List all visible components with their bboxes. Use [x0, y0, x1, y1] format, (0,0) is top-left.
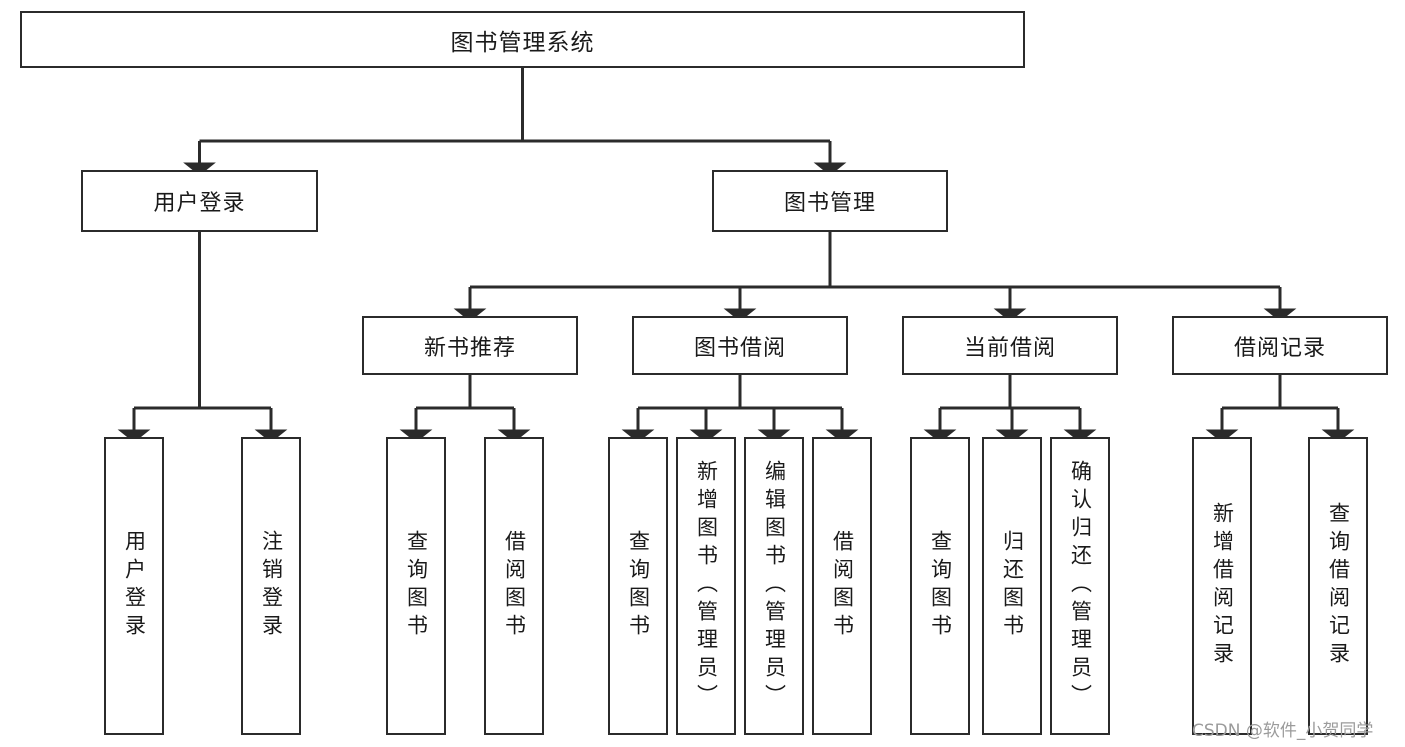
leaf-query-book-recommend[interactable]: 查询图书	[386, 437, 446, 735]
node-label: 新增借阅记录	[1210, 502, 1235, 670]
node-borrowing-record[interactable]: 借阅记录	[1172, 316, 1388, 375]
node-label: 查询图书	[404, 530, 429, 642]
node-label: 用户登录	[153, 191, 246, 216]
node-label: 图书借阅	[693, 335, 786, 361]
leaf-borrow-book-recommend[interactable]: 借阅图书	[484, 437, 544, 735]
node-label: 当前借阅	[963, 335, 1056, 361]
leaf-user-login[interactable]: 用户登录	[104, 437, 164, 735]
leaf-borrow-book[interactable]: 借阅图书	[812, 437, 872, 735]
leaf-query-book-borrow[interactable]: 查询图书	[608, 437, 668, 735]
node-current-borrowing[interactable]: 当前借阅	[902, 316, 1118, 375]
node-user-login[interactable]: 用户登录	[81, 170, 318, 232]
node-label: 借阅记录	[1233, 335, 1326, 361]
node-label: 查询图书	[626, 530, 651, 642]
node-label: 编辑图书（管理员）	[762, 460, 787, 712]
leaf-query-book-current[interactable]: 查询图书	[910, 437, 970, 735]
node-label: 查询图书	[928, 530, 953, 642]
leaf-confirm-return-admin[interactable]: 确认归还（管理员）	[1050, 437, 1110, 735]
node-label: 注销登录	[259, 530, 284, 642]
leaf-add-book-admin[interactable]: 新增图书（管理员）	[676, 437, 736, 735]
node-label: 新书推荐	[423, 335, 516, 361]
node-label: 查询借阅记录	[1326, 502, 1351, 670]
node-label: 归还图书	[1000, 530, 1025, 642]
node-book-management[interactable]: 图书管理	[712, 170, 948, 232]
node-label: 图书管理系统	[450, 29, 595, 56]
node-new-book-recommendation[interactable]: 新书推荐	[362, 316, 578, 375]
leaf-query-borrow-record[interactable]: 查询借阅记录	[1308, 437, 1368, 735]
leaf-logout[interactable]: 注销登录	[241, 437, 301, 735]
node-root-system[interactable]: 图书管理系统	[20, 11, 1025, 68]
node-label: 用户登录	[122, 530, 147, 642]
node-label: 借阅图书	[830, 530, 855, 642]
node-label: 确认归还（管理员）	[1068, 460, 1093, 712]
node-label: 借阅图书	[502, 530, 527, 642]
node-label: 图书管理	[783, 191, 876, 216]
node-label: 新增图书（管理员）	[694, 460, 719, 712]
leaf-add-borrow-record[interactable]: 新增借阅记录	[1192, 437, 1252, 735]
leaf-edit-book-admin[interactable]: 编辑图书（管理员）	[744, 437, 804, 735]
leaf-return-book[interactable]: 归还图书	[982, 437, 1042, 735]
node-book-borrowing[interactable]: 图书借阅	[632, 316, 848, 375]
